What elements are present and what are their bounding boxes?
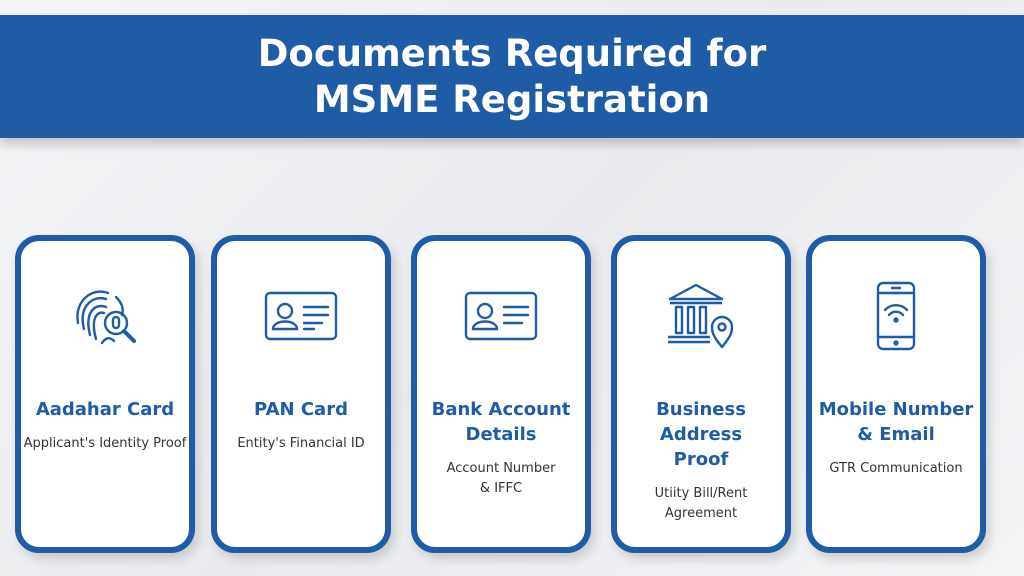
title-line-2: MSME Registration: [313, 77, 711, 121]
desc-line: Account Number: [446, 461, 556, 476]
card-mobile-email: Mobile Number & Email GTR Communication: [806, 235, 986, 553]
card-title: Aadahar Card: [35, 399, 175, 420]
card-title: Bank Account Details: [431, 399, 571, 445]
card-description: Applicant's Identity Proof: [23, 436, 187, 451]
card-bank: Bank Account Details Account Number & IFF…: [411, 235, 591, 553]
id-card-icon: [417, 281, 585, 351]
card-title: Mobile Number & Email: [812, 397, 980, 447]
title-line: Mobile Number: [818, 399, 974, 420]
title-line-1: Documents Required for: [257, 31, 767, 75]
title-line: Business Address: [656, 399, 746, 445]
card-description: Entity's Financial ID: [237, 436, 365, 451]
fingerprint-search-icon: [21, 281, 189, 351]
id-card-icon: [217, 281, 385, 351]
card-title: PAN Card: [254, 399, 348, 420]
bank-location-icon: [617, 281, 785, 351]
card-description: GTR Communication: [829, 461, 963, 476]
card-pan: PAN Card Entity's Financial ID: [211, 235, 391, 553]
title-line: Proof: [673, 449, 729, 470]
desc-line: Agreement: [664, 506, 738, 521]
title-line: & Email: [857, 424, 935, 445]
card-description: Account Number & IFFC: [417, 459, 585, 499]
smartphone-wifi-icon: [812, 281, 980, 351]
desc-line: & IFFC: [479, 481, 523, 496]
desc-line: Utiity Bill/Rent: [654, 486, 748, 501]
card-aadhaar: Aadahar Card Applicant's Identity Proof: [15, 235, 195, 553]
